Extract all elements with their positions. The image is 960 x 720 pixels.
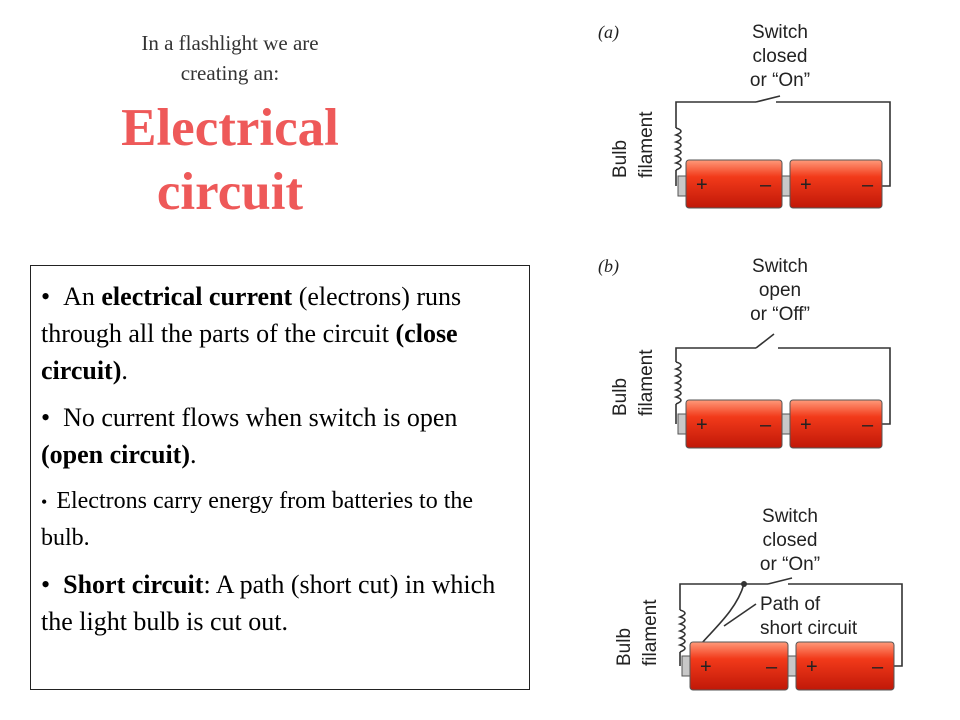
diagram-a-battery-2: + – <box>781 159 883 209</box>
explanation-box: • An electrical current (electrons) runs… <box>30 265 530 690</box>
bullet-3-run-1: Electrons carry energy from batteries to… <box>41 488 474 551</box>
diagram-b-wire-right <box>778 347 891 425</box>
diagram-b: (b) Switch open or “Off” Bulb filament +… <box>598 256 891 449</box>
diagram-b-battery-1-plus: + <box>696 414 708 436</box>
bullet-3-marker: • <box>41 492 57 512</box>
diagram-c-battery-2-plus: + <box>806 656 818 678</box>
diagram-a: (a) Switch closed or “On” Bulb filament … <box>598 22 891 209</box>
diagram-a-switch-arm <box>755 95 781 103</box>
bullet-2: • No current flows when switch is open (… <box>41 399 519 473</box>
diagram-b-battery-1-minus: – <box>760 414 772 436</box>
intro-line-2: creating an: <box>180 61 280 85</box>
diagram-c-switch-line-3: or “On” <box>760 554 820 575</box>
title-line-2: circuit <box>156 163 304 221</box>
bullet-4-marker: • <box>41 570 64 599</box>
diagram-b-bulb-label: Bulb <box>610 378 631 416</box>
diagram-c-bulb-label: Bulb <box>614 628 635 666</box>
diagram-c-wire-left <box>679 583 768 610</box>
bullet-1-run-3: (electrons) runs through all the parts o… <box>41 282 462 348</box>
bullet-1-run-2: electrical current <box>101 282 293 311</box>
bullet-1-run-1: An <box>63 282 102 311</box>
diagram-b-battery-2-minus: – <box>862 414 874 436</box>
diagram-c-switch-line-2: closed <box>763 530 818 551</box>
intro-line-1: In a flashlight we are <box>141 31 319 55</box>
diagram-b-switch-line-2: open <box>759 280 801 301</box>
diagram-b-switch-arm <box>755 333 775 349</box>
diagram-a-filament-label: filament <box>636 111 657 178</box>
diagram-c-battery-1: + – <box>681 641 789 691</box>
diagram-a-switch-line-2: closed <box>753 46 808 67</box>
diagram-c-short-pointer <box>723 603 757 627</box>
diagram-a-battery-1-plus: + <box>696 174 708 196</box>
bullet-4: • Short circuit: A path (short cut) in w… <box>41 566 519 640</box>
diagram-c-wire-right <box>788 583 903 667</box>
bullet-1: • An electrical current (electrons) runs… <box>41 278 519 389</box>
diagram-b-tag: (b) <box>598 256 619 277</box>
bullet-2-run-3: . <box>190 440 197 469</box>
bullet-2-marker: • <box>41 403 64 432</box>
circuit-diagrams: (a) Switch closed or “On” Bulb filament … <box>560 0 960 720</box>
title-line-1: Electrical <box>121 99 339 157</box>
diagram-c: Switch closed or “On” Path of short circ… <box>614 506 903 691</box>
diagram-a-battery-1-minus: – <box>760 174 772 196</box>
diagram-c-switch-arm <box>767 577 793 585</box>
diagram-c-battery-1-plus: + <box>700 656 712 678</box>
diagram-c-battery-2: + – <box>787 641 895 691</box>
diagram-b-battery-1: + – <box>677 399 783 449</box>
diagram-c-short-label-1: Path of <box>760 594 821 615</box>
bullet-4-run-1: Short circuit <box>63 570 204 599</box>
diagram-c-filament-coil <box>677 609 686 653</box>
intro-text: In a flashlight we are creating an: <box>60 28 400 88</box>
bullet-2-run-1: No current flows when switch is open <box>63 403 458 432</box>
diagram-c-switch-line-1: Switch <box>762 506 818 527</box>
diagram-a-filament-coil <box>673 127 682 171</box>
diagram-b-battery-2-plus: + <box>800 414 812 436</box>
diagram-b-filament-label: filament <box>636 349 657 416</box>
circuit-diagrams-svg: (a) Switch closed or “On” Bulb filament … <box>598 22 903 691</box>
bullet-1-run-5: . <box>121 356 128 385</box>
diagram-a-switch-line-3: or “On” <box>750 70 810 91</box>
diagram-a-battery-1: + – <box>677 159 783 209</box>
diagram-c-battery-1-minus: – <box>766 656 778 678</box>
bullet-4-run-2: : A path (short cut) in which the light … <box>41 570 496 636</box>
bullet-2-run-2: (open circuit) <box>41 440 190 469</box>
diagram-b-switch-line-3: or “Off” <box>750 304 810 325</box>
diagram-c-filament-label: filament <box>640 599 661 666</box>
page-title: Electrical circuit <box>40 96 420 224</box>
diagram-a-wire-left <box>675 101 756 128</box>
diagram-a-wire-right <box>776 101 891 187</box>
diagram-b-wire-left <box>675 347 756 362</box>
diagram-b-battery-2: + – <box>781 399 883 449</box>
bullet-1-run-4: (close circuit) <box>41 319 458 385</box>
diagram-a-switch-line-1: Switch <box>752 22 808 43</box>
diagram-a-battery-2-plus: + <box>800 174 812 196</box>
bullet-3: • Electrons carry energy from batteries … <box>41 483 519 556</box>
diagram-a-battery-2-minus: – <box>862 174 874 196</box>
diagram-c-short-label-2: short circuit <box>760 618 858 639</box>
diagram-c-battery-2-minus: – <box>872 656 884 678</box>
diagram-b-switch-line-1: Switch <box>752 256 808 277</box>
diagram-a-bulb-label: Bulb <box>610 140 631 178</box>
diagram-b-filament-coil <box>673 361 682 405</box>
bullet-1-marker: • <box>41 282 64 311</box>
diagram-a-tag: (a) <box>598 22 619 43</box>
